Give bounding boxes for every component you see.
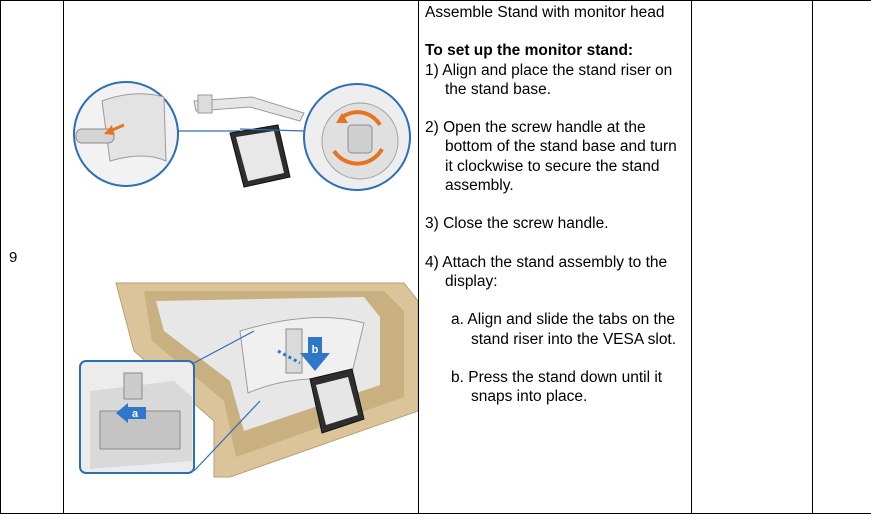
- assembly-illustration: b a: [73, 81, 418, 478]
- callout-b: b: [312, 344, 319, 356]
- instruction-item: 4) Attach the stand assembly to the disp…: [425, 253, 668, 290]
- illustration-cell: b a: [63, 0, 419, 514]
- step-subtitle: To set up the monitor stand:: [425, 42, 634, 60]
- attach-display-illustration: b a: [79, 282, 418, 478]
- instruction-item: 1) Align and place the stand riser on th…: [425, 61, 673, 98]
- step-title: Assemble Stand with monitor head: [425, 4, 665, 21]
- stand-setup-illustration: [73, 81, 411, 191]
- instructions-cell: Assemble Stand with monitor head To set …: [418, 0, 692, 514]
- instruction-item: 3) Close the screw handle.: [425, 215, 609, 233]
- empty-cell: [691, 0, 813, 514]
- empty-cell: [812, 0, 871, 514]
- step-number: 9: [0, 0, 64, 514]
- instruction-item: 2) Open the screw handle at the bottom o…: [425, 119, 677, 195]
- instruction-subitem: b. Press the stand down until it snaps i…: [451, 368, 663, 406]
- callout-a: a: [132, 408, 139, 420]
- instruction-subitem: a. Align and slide the tabs on the stand…: [451, 311, 677, 348]
